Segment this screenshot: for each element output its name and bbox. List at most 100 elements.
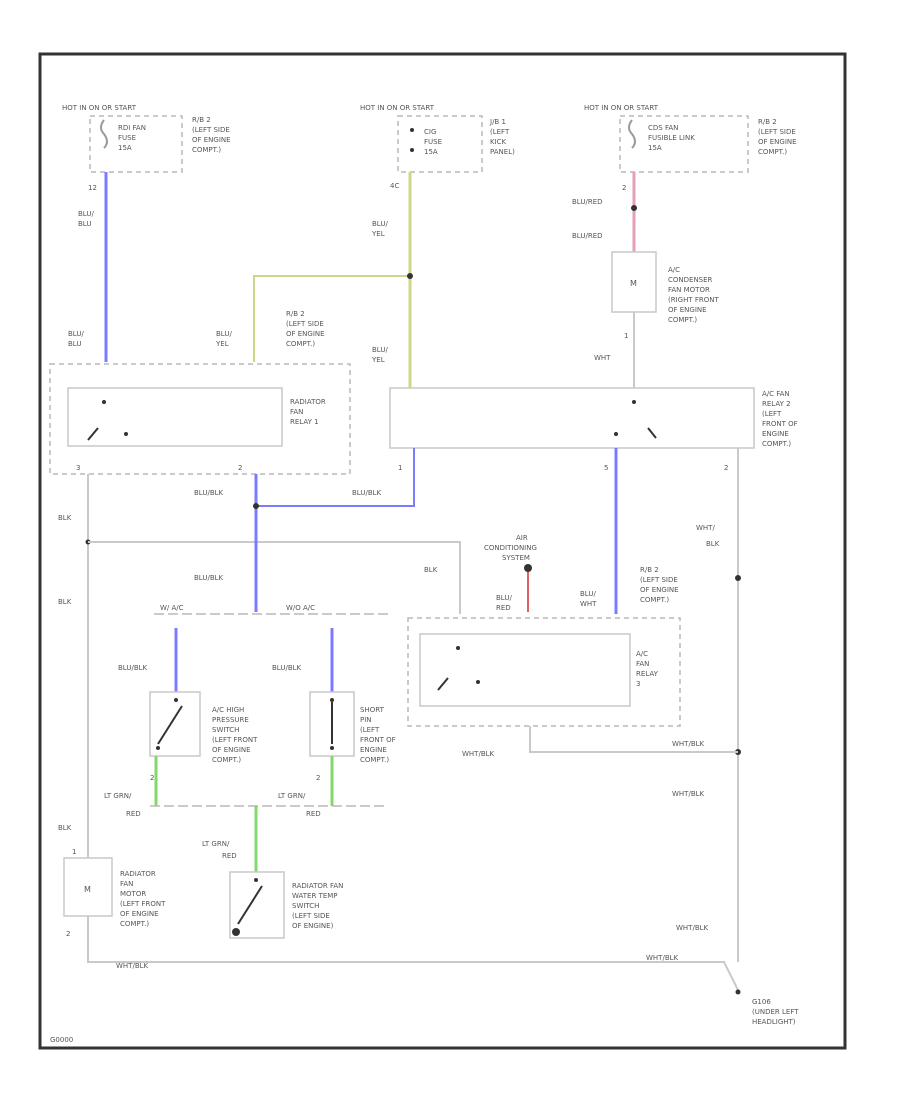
fuse1-symbol (100, 119, 108, 149)
relay2-lbl-5: ENGINE (762, 430, 789, 438)
rfm-lbl-1: RADIATOR (120, 870, 156, 878)
fuse2-name-3: 15A (424, 148, 438, 156)
fuse3-loc-2: (LEFT SIDE (758, 128, 796, 136)
relay1-lbl-3: RELAY 1 (290, 418, 319, 426)
relay1-contact-a (102, 400, 106, 404)
relay1-lbl-1: RADIATOR (290, 398, 326, 406)
short-pin-contact-top (330, 698, 334, 702)
relay3-lbl-2: FAN (636, 660, 649, 668)
rb2-relay1-loc-4: COMPT.) (286, 340, 315, 348)
hp-switch-contact-top (174, 698, 178, 702)
relay3-lbl-1: A/C (636, 650, 648, 658)
lbl-ltgrn-1b: RED (126, 810, 141, 818)
fuse1-header: HOT IN ON OR START (62, 104, 137, 112)
fuse2-loc-4: PANEL) (490, 148, 515, 156)
wire-blk-to-relay3 (88, 541, 461, 614)
rb2-relay3-loc-2: (LEFT SIDE (640, 576, 678, 584)
hp-lbl-5: OF ENGINE (212, 746, 251, 754)
lbl-wht-blk-1a: WHT/ (696, 524, 715, 532)
ground-point (735, 989, 741, 995)
lbl-ltgrn-2a: LT GRN/ (278, 792, 306, 800)
wire-wht-blk-bottom (87, 916, 739, 991)
rfm-lbl-5: OF ENGINE (120, 910, 159, 918)
lbl-ltgrn-1a: LT GRN/ (104, 792, 132, 800)
condenser-lbl-3: FAN MOTOR (668, 286, 710, 294)
sp-lbl-1: SHORT (360, 706, 385, 714)
relay2-contact-b (614, 432, 618, 436)
fuse3-symbol (628, 119, 636, 149)
lbl-blu-yel-top-1: BLU/ (372, 220, 388, 228)
diagram-frame (38, 52, 847, 1050)
lbl-blu-wht-2: WHT (580, 600, 597, 608)
fuse1-loc-2: (LEFT SIDE (192, 126, 230, 134)
splice-yel (407, 273, 413, 279)
ac-amp-lbl-2: CONDITIONING (484, 544, 537, 552)
lbl-w-ac: W/ A/C (160, 604, 184, 612)
lbl-blu-blk-hp: BLU/BLK (118, 664, 148, 672)
lbl-blu-blu-top-2: BLU (78, 220, 91, 228)
lbl-blu-blk-3: BLU/BLK (194, 574, 224, 582)
ac-amp-lbl-1: AIR (516, 534, 528, 542)
pin-condenser: 1 (624, 332, 628, 340)
lbl-blu-blu-relay-2: BLU (68, 340, 81, 348)
fuse3-name-3: 15A (648, 144, 662, 152)
ground-lbl-3: HEADLIGHT) (752, 1018, 796, 1026)
fuse3-loc-4: COMPT.) (758, 148, 787, 156)
relay3-contact-a (456, 646, 460, 650)
fuse2-loc-1: J/B 1 (489, 118, 506, 126)
hp-lbl-2: PRESSURE (212, 716, 249, 724)
fuse3-name-2: FUSIBLE LINK (648, 134, 695, 142)
lbl-blu-red-amp-2: RED (496, 604, 511, 612)
ac-fan-relay-3 (419, 633, 631, 707)
relay2-lbl-4: FRONT OF (762, 420, 798, 428)
lbl-blk-4: BLK (58, 824, 72, 832)
wts-lbl-1: RADIATOR FAN (292, 882, 343, 890)
fuse1-name-3: 15A (118, 144, 132, 152)
condenser-fan-motor (611, 251, 657, 313)
rfm-lbl-3: MOTOR (120, 890, 146, 898)
relay1-switch-arm (87, 427, 99, 441)
fuse3-name-1: CDS FAN (648, 124, 678, 132)
relay3-switch-arm (437, 677, 449, 691)
fuse2-loc-2: (LEFT (490, 128, 510, 136)
pin-relay1-3: 3 (76, 464, 80, 472)
hp-lbl-4: (LEFT FRONT (212, 736, 258, 744)
lbl-ltgrn-3a: LT GRN/ (202, 840, 230, 848)
wire-wht-blk-relay3 (529, 726, 738, 753)
radiator-fan-motor (63, 857, 113, 917)
relay2-contact-a (632, 400, 636, 404)
ac-fan-relay-2 (389, 387, 755, 449)
radiator-fan-relay-1-housing (49, 363, 351, 475)
lbl-ltgrn-3b: RED (222, 852, 237, 860)
wts-lbl-5: OF ENGINE) (292, 922, 334, 930)
fuse1-name-1: RDI FAN (118, 124, 146, 132)
relay3-lbl-3: RELAY (636, 670, 659, 678)
splice-wht-blk-1 (735, 575, 741, 581)
relay2-lbl-1: A/C FAN (762, 390, 790, 398)
lbl-blu-wht-1: BLU/ (580, 590, 596, 598)
wts-lbl-3: SWITCH (292, 902, 319, 910)
lbl-blu-blk-1: BLU/BLK (194, 489, 224, 497)
lbl-blu-yel-relay-1: BLU/ (216, 330, 232, 338)
lbl-wht-blk-4: WHT/BLK (672, 790, 705, 798)
fuse2-contact-top (410, 128, 414, 132)
fuse1-pin: 12 (88, 184, 97, 192)
pin-sp: 2 (316, 774, 320, 782)
wts-switch-arm (237, 885, 263, 925)
fuse3-header: HOT IN ON OR START (584, 104, 659, 112)
fuse2-name-2: FUSE (424, 138, 442, 146)
condenser-lbl-5: OF ENGINE (668, 306, 707, 314)
lbl-blk-2: BLK (58, 598, 72, 606)
lbl-blu-blk-2: BLU/BLK (352, 489, 382, 497)
pin-motor-1: 1 (72, 848, 76, 856)
fuse2-name-1: CIG (424, 128, 436, 136)
pin-relay2-2: 2 (724, 464, 728, 472)
fuse2-header: HOT IN ON OR START (360, 104, 435, 112)
lbl-wht-blk-2: WHT/BLK (462, 750, 495, 758)
pin-relay1-2: 2 (238, 464, 242, 472)
relay2-lbl-2: RELAY 2 (762, 400, 791, 408)
wire-blu-yel-2 (253, 275, 410, 362)
ac-fan-relay-3-housing (407, 617, 681, 727)
ground-lbl-2: (UNDER LEFT (752, 1008, 799, 1016)
